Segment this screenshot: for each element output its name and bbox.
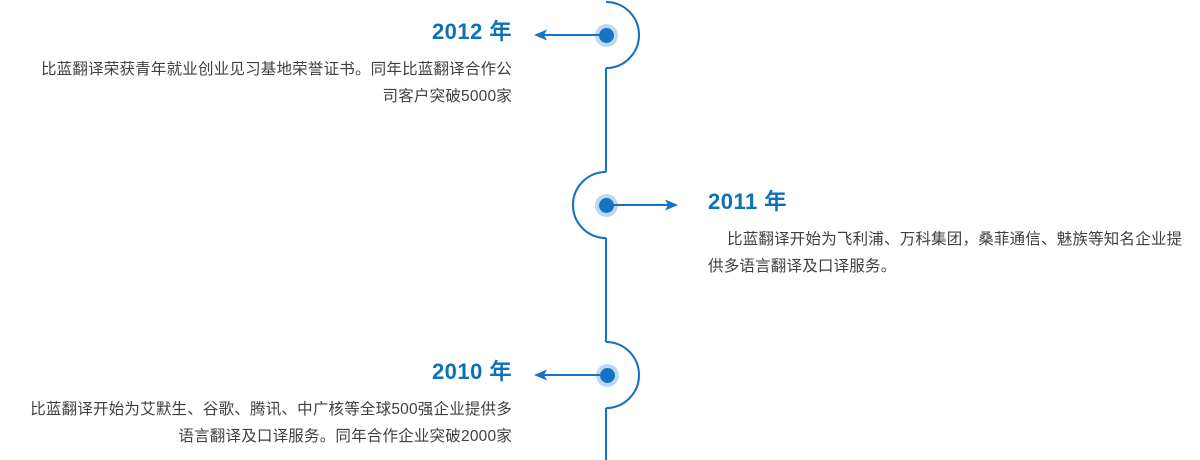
arrow-head-2011 xyxy=(665,199,678,211)
year-label-2012: 2012 年 xyxy=(431,19,512,44)
arrow-head-2010 xyxy=(534,369,547,381)
timeline-node-dot-2010[interactable] xyxy=(599,367,615,383)
entry-body-2011: 比蓝翻译开始为飞利浦、万科集团，桑菲通信、魅族等知名企业提供多语言翻译及口译服务… xyxy=(708,231,1183,275)
timeline-entry-2011: 2011 年 比蓝翻译开始为飞利浦、万科集团，桑菲通信、魅族等知名企业提供多语言… xyxy=(708,188,1194,280)
timeline-node-dot-2011[interactable] xyxy=(598,197,614,213)
timeline-node-dot-2012[interactable] xyxy=(598,27,614,43)
timeline-entry-2012: 2012 年 比蓝翻译荣获青年就业创业见习基地荣誉证书。同年比蓝翻译合作公司客户… xyxy=(30,18,512,110)
arrow-head-2012 xyxy=(534,29,547,41)
entry-body-2010: 比蓝翻译开始为艾默生、谷歌、腾讯、中广核等全球500强企业提供多语言翻译及口译服… xyxy=(30,401,512,445)
entry-body-2012: 比蓝翻译荣获青年就业创业见习基地荣誉证书。同年比蓝翻译合作公司客户突破5000家 xyxy=(40,61,512,105)
timeline-entry-2010: 2010 年 比蓝翻译开始为艾默生、谷歌、腾讯、中广核等全球500强企业提供多语… xyxy=(30,358,512,450)
year-label-2011: 2011 年 xyxy=(708,189,787,214)
year-label-2010: 2010 年 xyxy=(431,359,512,384)
